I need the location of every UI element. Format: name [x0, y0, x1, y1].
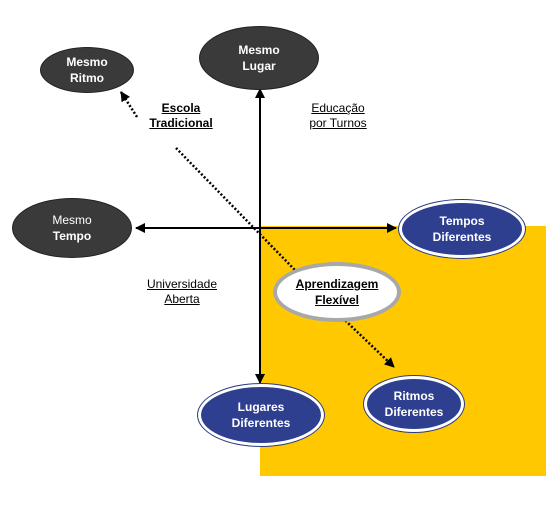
node-mesmo-lugar: Mesmo Lugar — [199, 26, 319, 90]
node-mesmo-tempo-line1: Mesmo — [52, 213, 92, 227]
node-lugares-diferentes-line1: Lugares — [237, 400, 285, 414]
node-aprendizagem-flexivel-line2: Flexível — [314, 293, 360, 307]
node-mesmo-ritmo-line1: Mesmo — [66, 55, 108, 69]
node-aprendizagem-flexivel: Aprendizagem Flexível — [273, 262, 401, 322]
node-mesmo-tempo: Mesmo Tempo — [12, 198, 132, 258]
label-universidade-aberta-line2: Aberta — [164, 292, 200, 306]
node-mesmo-lugar-line1: Mesmo — [238, 43, 280, 57]
node-aprendizagem-flexivel-line1: Aprendizagem — [295, 277, 379, 291]
label-educacao-por-turnos-line1: Educação — [311, 101, 365, 115]
node-mesmo-lugar-line2: Lugar — [242, 59, 276, 73]
node-lugares-diferentes: Lugares Diferentes — [198, 384, 324, 446]
node-ritmos-diferentes-line2: Diferentes — [384, 405, 444, 419]
node-ritmos-diferentes: Ritmos Diferentes — [364, 376, 464, 432]
label-escola-tradicional: Escola Tradicional — [138, 101, 224, 131]
node-ritmos-diferentes-line1: Ritmos — [393, 389, 435, 403]
node-mesmo-ritmo-line2: Ritmo — [70, 71, 104, 85]
label-universidade-aberta-line1: Universidade — [146, 277, 218, 291]
node-lugares-diferentes-line2: Diferentes — [231, 416, 291, 430]
node-mesmo-ritmo: Mesmo Ritmo — [40, 47, 134, 93]
dotted-arrow-to-mesmo-ritmo — [119, 91, 139, 118]
label-escola-tradicional-line2: Tradicional — [149, 116, 213, 130]
highlight-area — [260, 226, 546, 476]
node-tempos-diferentes: Tempos Diferentes — [399, 200, 525, 258]
label-educacao-por-turnos: Educação por Turnos — [296, 101, 380, 131]
node-tempos-diferentes-line1: Tempos — [439, 214, 485, 228]
node-tempos-diferentes-line2: Diferentes — [432, 230, 492, 244]
node-mesmo-tempo-line2: Tempo — [52, 229, 92, 243]
label-educacao-por-turnos-line2: por Turnos — [309, 116, 367, 130]
label-escola-tradicional-line1: Escola — [161, 101, 201, 115]
dotted-arrow-to-ritmos-diferentes — [327, 303, 395, 368]
label-universidade-aberta: Universidade Aberta — [136, 277, 228, 307]
